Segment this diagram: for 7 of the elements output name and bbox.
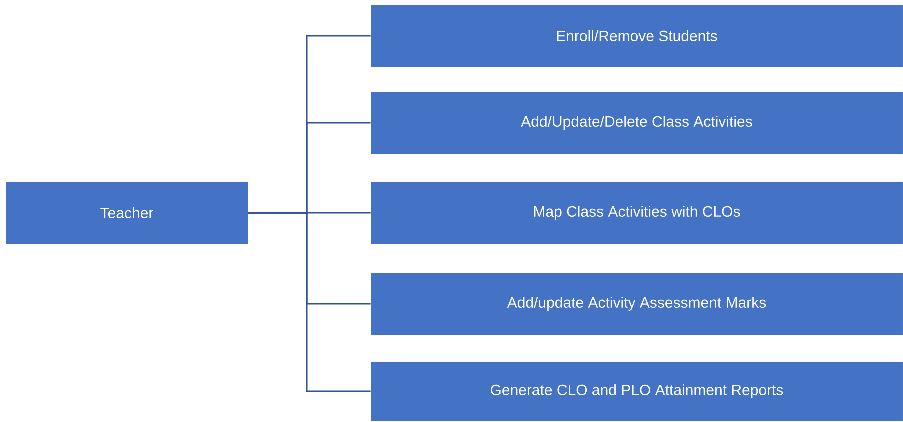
task-box: Generate CLO and PLO Attainment Reports <box>371 362 903 421</box>
actor-box: Teacher <box>6 182 248 244</box>
task-box: Add/update Activity Assessment Marks <box>371 273 903 335</box>
connector-line <box>248 212 371 392</box>
task-box: Add/Update/Delete Class Activities <box>371 92 903 154</box>
task-box: Enroll/Remove Students <box>371 5 903 67</box>
task-box: Map Class Activities with CLOs <box>371 182 903 244</box>
